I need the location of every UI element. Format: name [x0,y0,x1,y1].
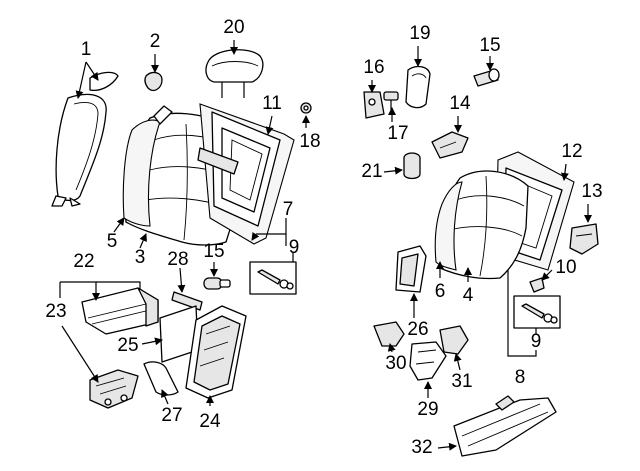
callout-17: 17 [387,123,408,144]
callout-4: 4 [463,285,474,306]
callout-21: 21 [361,161,382,182]
callout-27: 27 [161,405,182,426]
part-19-cover [405,65,431,109]
callout-18: 18 [299,131,320,152]
part-15-bolt-right [473,68,500,87]
callout-9-left: 9 [289,237,300,258]
callout-9-right: 9 [531,331,542,352]
part-24-armrest-frame [185,305,247,399]
callout-20: 20 [223,17,244,38]
part-23-armrest-base [89,369,139,409]
part-31-cover [439,325,469,355]
part-10-clip [529,277,545,293]
part-20-headrest [205,49,264,98]
leader-lines [59,40,592,451]
callout-29: 29 [417,399,438,420]
part-13-side-bracket [569,223,599,255]
callout-15-right: 15 [479,35,500,56]
part-32-ski-bag [453,395,557,457]
callout-6: 6 [435,281,446,302]
part-21-bushing [403,152,421,180]
part-2-clip [144,71,163,92]
callout-8: 8 [515,367,526,388]
part-14-latch [431,131,469,159]
callout-7: 7 [283,199,294,220]
part-4-seatback-cushion-right [434,170,529,280]
callout-5: 5 [107,231,118,252]
part-6-recliner [395,245,427,293]
callout-28: 28 [167,249,188,270]
callout-32: 32 [411,437,432,458]
part-28-bracket [171,291,203,311]
part-29-bracket [409,341,447,381]
callout-3: 3 [135,247,146,268]
part-11-seatback-frame [197,103,295,245]
callout-1: 1 [81,39,92,60]
callout-22: 22 [73,251,94,272]
part-1-side-trim [51,71,119,207]
part-18-washer [300,102,312,114]
part-16-clip [363,91,385,119]
callout-11: 11 [262,93,282,114]
callout-12: 12 [561,141,582,162]
callout-13: 13 [581,181,602,202]
callout-24: 24 [199,411,221,432]
part-15-bolt-left [203,277,231,290]
callout-30: 30 [385,353,406,374]
part-9-bolt-kit-right [513,295,561,329]
callout-15-left: 15 [203,241,224,262]
callout-19: 19 [409,23,430,44]
part-9-bolt-kit-left [249,261,297,295]
callout-10: 10 [555,257,576,278]
callout-31: 31 [451,371,472,392]
callout-16: 16 [363,57,384,78]
callout-labels: 1 2 20 11 18 5 3 7 15 9 28 22 23 25 27 2… [45,17,602,458]
callout-25: 25 [117,335,138,356]
callout-2: 2 [150,31,161,52]
part-22-armrest [81,287,159,335]
callout-14: 14 [449,93,471,114]
part-17-screw [383,91,399,110]
part-27-trim-strip [143,361,179,396]
callout-23: 23 [45,301,66,322]
part-30-cover [373,321,405,347]
callout-26: 26 [407,319,428,340]
